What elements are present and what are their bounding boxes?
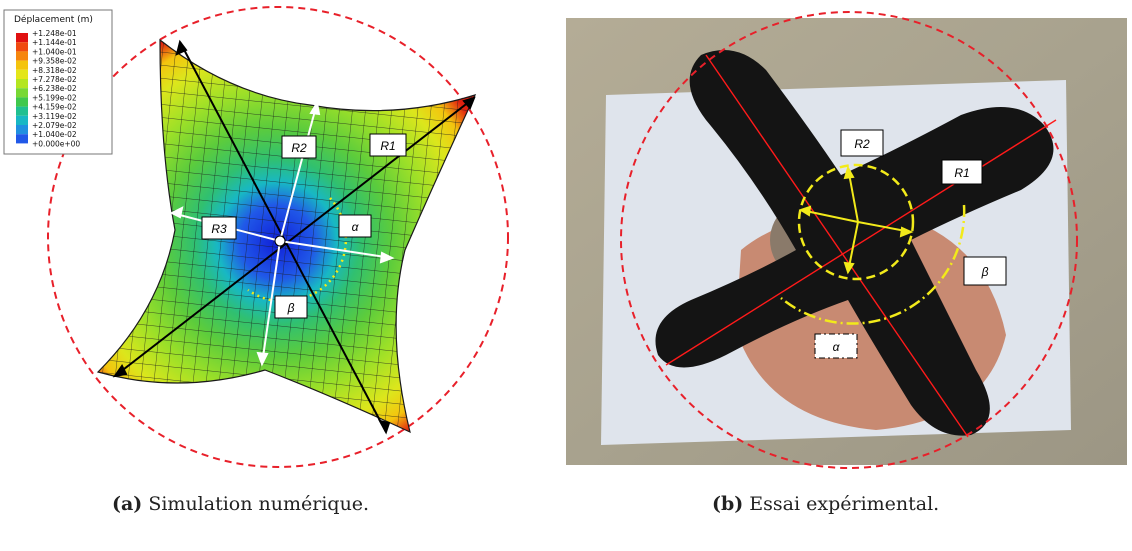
label-alpha-a: α	[338, 214, 372, 238]
svg-text:α: α	[352, 220, 360, 234]
legend-value: +4.159e-02	[32, 103, 77, 112]
legend-value: +1.040e-01	[32, 47, 77, 56]
label-r2-b: R2	[840, 129, 884, 157]
angle-arc-b	[780, 204, 966, 325]
legend-value: +2.079e-02	[32, 121, 77, 130]
svg-text:β: β	[981, 265, 989, 279]
panel-experiment: R2 R1 β α	[566, 0, 1132, 470]
legend-swatch	[16, 42, 28, 52]
panel-simulation: R2 R1 R3 α β Déplacement (m) +1.248e-01+…	[0, 0, 560, 470]
diagonal-arrows-a	[112, 39, 476, 435]
legend-value: +7.278e-02	[32, 75, 77, 84]
legend-value: +5.199e-02	[32, 93, 77, 102]
inner-circle-b	[797, 163, 915, 281]
legend-swatch	[16, 33, 28, 43]
center-marker-a	[274, 235, 286, 247]
svg-text:R2: R2	[854, 137, 870, 151]
legend-swatch	[16, 125, 28, 135]
label-alpha-b: α	[814, 333, 858, 359]
svg-text:α: α	[833, 340, 841, 354]
svg-text:R1: R1	[380, 139, 395, 153]
label-beta-b: β	[963, 256, 1007, 286]
caption-a-text: Simulation numérique.	[142, 493, 370, 515]
legend-value: +8.318e-02	[32, 66, 77, 75]
svg-text:β: β	[287, 301, 295, 315]
legend-swatch	[16, 88, 28, 98]
legend-swatch	[16, 97, 28, 107]
axis-arrows-b	[798, 165, 914, 275]
label-r1-a: R1	[369, 133, 407, 157]
legend-swatch	[16, 60, 28, 70]
legend-value: +6.238e-02	[32, 84, 77, 93]
experiment-photo: R2 R1 β α	[566, 11, 1127, 469]
legend-value: +0.000e+00	[32, 139, 80, 148]
legend-value: +3.119e-02	[32, 112, 77, 121]
simulation-figure: R2 R1 R3 α β Déplacement (m) +1.248e-01+…	[3, 6, 509, 468]
svg-text:R1: R1	[954, 166, 969, 180]
label-r1-b: R1	[941, 159, 983, 185]
caption-b-tag: (b)	[712, 493, 744, 515]
label-beta-a: β	[274, 295, 308, 319]
legend-value: +9.358e-02	[32, 57, 77, 66]
legend-swatch	[16, 106, 28, 116]
legend-title: Déplacement (m)	[14, 14, 93, 25]
svg-text:R2: R2	[291, 141, 307, 155]
caption-b: (b) Essai expérimental.	[712, 493, 939, 515]
reference-circle-a	[47, 6, 509, 468]
svg-text:R3: R3	[211, 222, 227, 236]
axis-arrows-a	[169, 100, 395, 367]
caption-a-tag: (a)	[112, 493, 143, 515]
label-r2-a: R2	[281, 135, 317, 159]
radius-lines-b	[665, 54, 1057, 438]
legend-value: +1.144e-01	[32, 38, 77, 47]
legend-swatch	[16, 51, 28, 61]
legend-swatch	[16, 69, 28, 79]
caption-b-text: Essai expérimental.	[743, 493, 940, 515]
legend-swatch	[16, 115, 28, 125]
reference-circle-b	[620, 11, 1078, 469]
color-legend: Déplacement (m) +1.248e-01+1.144e-01+1.0…	[3, 9, 113, 155]
label-r3-a: R3	[201, 216, 237, 240]
caption-a: (a) Simulation numérique.	[112, 493, 369, 515]
legend-value: +1.040e-02	[32, 130, 77, 139]
legend-swatch	[16, 79, 28, 89]
legend-swatch	[16, 134, 28, 144]
legend-value: +1.248e-01	[32, 29, 77, 38]
